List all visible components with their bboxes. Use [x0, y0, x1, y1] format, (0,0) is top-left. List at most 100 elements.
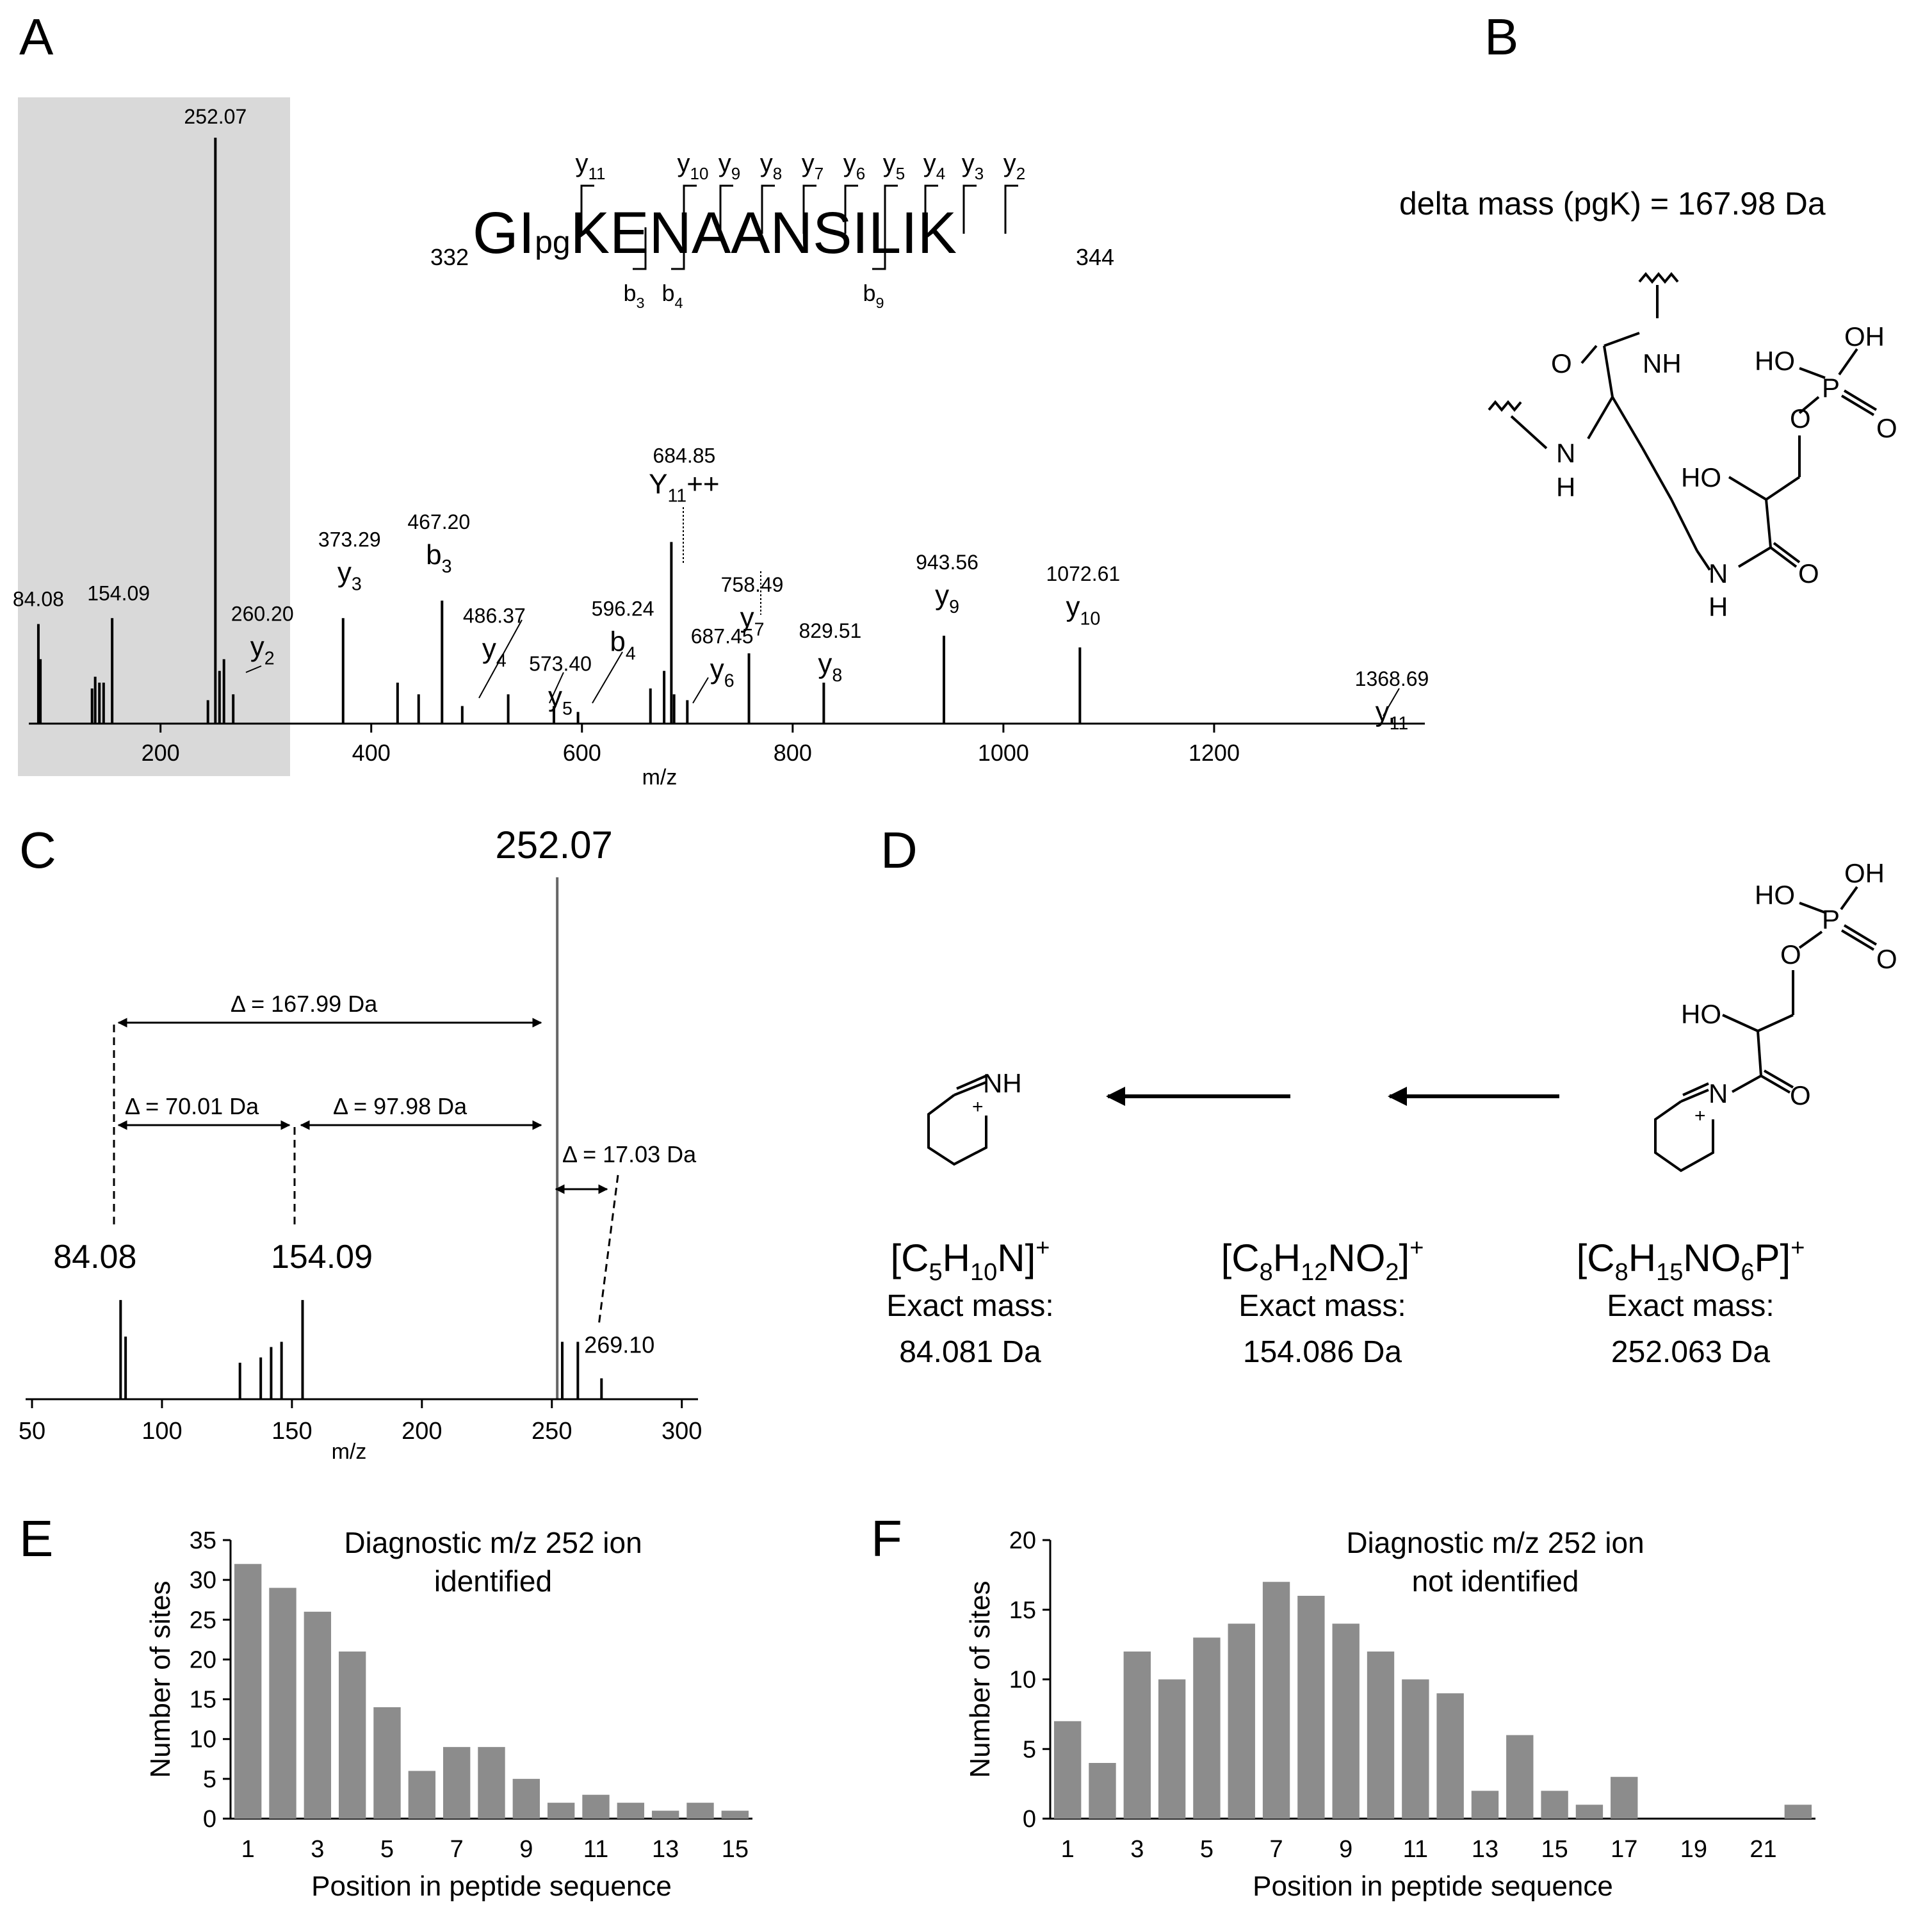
histogram-bar	[512, 1778, 540, 1819]
peak-mz-label: 943.56	[916, 551, 978, 574]
peak-mz-label: 596.24	[592, 597, 654, 621]
histogram-bar	[442, 1747, 471, 1819]
delta-annotations	[113, 1018, 619, 1326]
panel-d-fragmentation: NH+ N+ O HO O P HO OH O [C5H10N]+Exact m…	[886, 858, 1897, 1369]
x-tick-label: 1	[241, 1836, 255, 1863]
histogram-bar	[1297, 1596, 1325, 1819]
chart-title: Diagnostic m/z 252 ion	[1346, 1526, 1644, 1559]
x-tick-label: 1	[1061, 1836, 1075, 1863]
histogram-bar	[1402, 1679, 1429, 1819]
ring-structure-small	[927, 1075, 987, 1166]
x-tick-label: 17	[1611, 1836, 1637, 1863]
peak-mz-label: 467.20	[407, 510, 470, 533]
x-axis-label: Position in peptide sequence	[1253, 1871, 1613, 1902]
peak-ion-label: y4	[482, 633, 507, 671]
peak-ion-label: y5	[548, 681, 572, 719]
svg-text:H: H	[1709, 592, 1728, 622]
x-tick-label: 9	[519, 1836, 533, 1863]
delta-label-167: Δ = 167.99 Da	[231, 991, 378, 1017]
svg-text:N: N	[1556, 438, 1575, 468]
histogram-bar	[1053, 1721, 1082, 1819]
histogram-bar	[338, 1652, 366, 1819]
x-axis-label: m/z	[332, 1440, 367, 1464]
x-axis-label: Position in peptide sequence	[311, 1871, 672, 1902]
peak-mz-label: 758.49	[721, 573, 784, 596]
histogram-bar	[721, 1810, 749, 1819]
peptide-end-number: 344	[1076, 244, 1114, 270]
peak-ion-label: y6	[710, 653, 735, 691]
y-tick-label: 10	[190, 1726, 216, 1753]
y-tick-label: 15	[1009, 1597, 1036, 1624]
x-tick-label: 50	[19, 1418, 45, 1445]
peak-mz-label: 84.08	[53, 1238, 136, 1276]
histogram-bar	[1436, 1693, 1464, 1819]
x-tick-label: 5	[380, 1836, 394, 1863]
histogram-bar	[1123, 1652, 1151, 1819]
histogram-bar	[1541, 1790, 1568, 1819]
x-tick-label: 11	[583, 1836, 608, 1863]
svg-text:N: N	[1709, 558, 1728, 589]
y-tick-label: 30	[190, 1567, 216, 1594]
peak-mz-label: 373.29	[318, 528, 381, 551]
svg-text:P: P	[1822, 904, 1840, 934]
peak-mz-label: 1368.69	[1355, 667, 1429, 690]
y-tick-label: 20	[1009, 1527, 1036, 1554]
ring-structure-large	[1654, 886, 1878, 1173]
x-tick-label: 11	[1403, 1836, 1428, 1863]
histogram-bar	[1367, 1652, 1395, 1819]
svg-text:+: +	[1694, 1105, 1706, 1126]
svg-text:O: O	[1790, 1080, 1811, 1110]
y-ion-label: y3	[962, 149, 984, 183]
peak-mz-label: 1072.61	[1046, 562, 1121, 585]
peak-mz-label: 687.45	[691, 624, 754, 647]
highlight-region	[18, 97, 290, 776]
y-tick-label: 5	[1023, 1736, 1036, 1763]
panel-label-b: B	[1484, 8, 1518, 65]
exact-mass-value: 252.063 Da	[1611, 1335, 1771, 1369]
svg-text:+: +	[972, 1096, 984, 1117]
histogram-bar	[408, 1771, 436, 1819]
y-tick-label: 5	[203, 1766, 216, 1793]
x-tick-label: 400	[352, 740, 391, 766]
delta-label-17: Δ = 17.03 Da	[562, 1141, 697, 1167]
peptide-residues: GIpgKENAANSILIK	[473, 200, 957, 266]
ion-formula: [C8H12NO2]+	[1221, 1235, 1424, 1286]
x-tick-label: 19	[1680, 1836, 1707, 1863]
x-tick-label: 9	[1339, 1836, 1352, 1863]
svg-text:O: O	[1790, 403, 1811, 434]
y-tick-label: 15	[190, 1687, 216, 1714]
y-tick-label: 0	[1023, 1806, 1036, 1833]
y-ion-label: y11	[576, 149, 606, 183]
peak-mz-label: 260.20	[231, 602, 294, 625]
y-ion-label: y5	[883, 149, 905, 183]
svg-text:O: O	[1780, 939, 1801, 970]
svg-text:OH: OH	[1844, 321, 1885, 352]
svg-text:P: P	[1822, 373, 1840, 403]
x-tick-label: 600	[563, 740, 601, 766]
b-ion-label: b3	[623, 280, 644, 311]
panel-b-structure: delta mass (pgK) = 167.98 Da	[1399, 186, 1897, 622]
x-tick-label: 200	[142, 740, 180, 766]
peak-mz-label: 829.51	[799, 619, 861, 642]
y-ion-label: y7	[802, 149, 824, 183]
peak-mz-label: 252.07	[495, 824, 613, 866]
histogram-bar	[1089, 1763, 1116, 1819]
x-tick-label: 1000	[978, 740, 1029, 766]
x-tick-label: 3	[1130, 1836, 1144, 1863]
x-tick-label: 300	[662, 1418, 702, 1445]
peak-ion-label: b3	[426, 539, 451, 577]
peak-ion-label: y9	[935, 580, 959, 617]
svg-text:HO: HO	[1755, 880, 1795, 910]
x-tick-label: 13	[652, 1836, 679, 1863]
x-tick-label: 800	[774, 740, 812, 766]
histogram-bar	[1784, 1805, 1812, 1819]
peak-ion-label: y8	[818, 648, 842, 686]
chart-title-line-2: not identified	[1412, 1564, 1579, 1598]
x-tick-label: 1200	[1189, 740, 1240, 766]
x-tick-label: 13	[1472, 1836, 1498, 1863]
peak-ion-label: b4	[610, 626, 635, 664]
svg-text:N: N	[1709, 1078, 1728, 1108]
